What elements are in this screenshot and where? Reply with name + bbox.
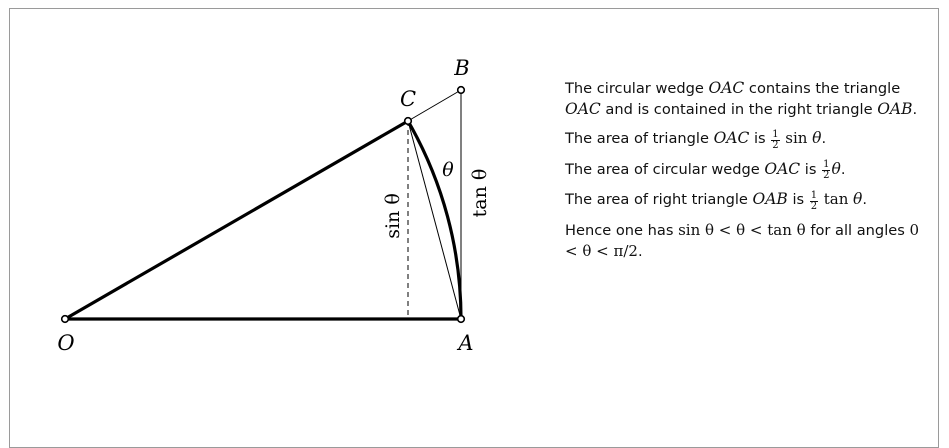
- math-tan: tan: [823, 190, 849, 208]
- label-a: A: [456, 331, 473, 355]
- math-oac: OAC: [565, 100, 601, 118]
- label-c: C: [400, 87, 416, 111]
- math-oac: OAC: [713, 129, 750, 147]
- wedge-diagram: O A B C sin θ tan θ θ: [57, 56, 491, 355]
- chord-ca: [407, 120, 462, 320]
- math-angle-range: 0 < θ < π/2: [565, 220, 920, 260]
- segment-oc: [64, 119, 409, 321]
- math-theta: θ: [812, 129, 822, 147]
- label-tan-theta: tan θ: [469, 169, 491, 218]
- math-oac: OAC: [708, 79, 745, 97]
- label-sin-theta: sin θ: [382, 193, 404, 239]
- arc-ac: [406, 120, 463, 320]
- point-a: [456, 314, 466, 324]
- label-o: O: [57, 331, 74, 355]
- explanation-panel: The circular wedge OAC contains the tria…: [565, 78, 935, 270]
- label-b: B: [453, 56, 469, 80]
- label-theta: θ: [442, 159, 454, 181]
- math-oab: OAB: [752, 190, 788, 208]
- paragraph-conclusion: Hence one has sin θ < θ < tan θ for all …: [565, 220, 920, 260]
- math-sin: sin: [785, 129, 808, 147]
- math-inequality: sin θ < θ < tan θ: [678, 220, 806, 239]
- segment-cb: [407, 89, 462, 122]
- figure-frame: [9, 8, 939, 448]
- paragraph-wedge-containment: The circular wedge OAC contains the tria…: [565, 79, 918, 118]
- point-o: [60, 314, 70, 324]
- math-theta: θ: [831, 159, 841, 178]
- math-theta: θ: [853, 190, 863, 208]
- point-c: [403, 116, 413, 126]
- math-oab: OAB: [877, 100, 913, 118]
- math-oac: OAC: [764, 159, 801, 178]
- point-b: [456, 85, 466, 95]
